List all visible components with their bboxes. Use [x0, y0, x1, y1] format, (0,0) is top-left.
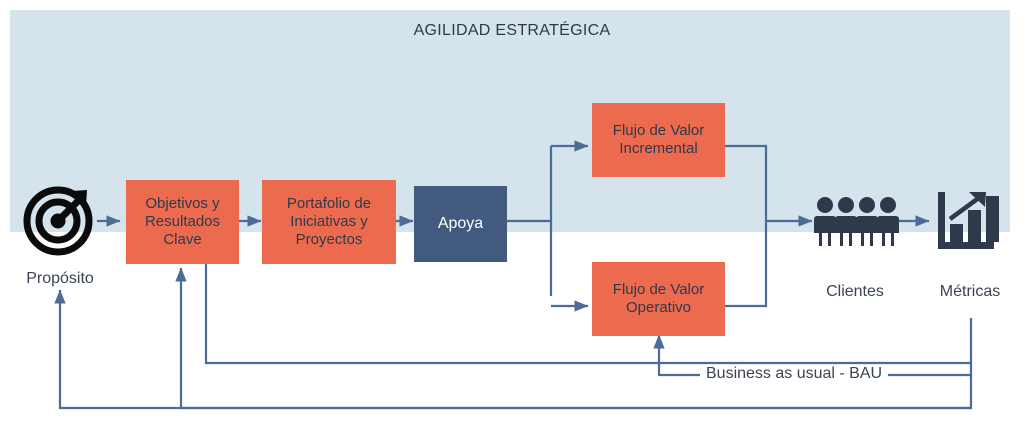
- node-flujo-valor-operativo[interactable]: Flujo de Valor Operativo: [592, 262, 725, 336]
- node-flujo-valor-incremental[interactable]: Flujo de Valor Incremental: [592, 103, 725, 177]
- caption-clientes: Clientes: [826, 283, 884, 300]
- caption-proposito: Propósito: [26, 270, 94, 287]
- vsi-line1: Flujo de Valor: [612, 122, 705, 140]
- vso-line1: Flujo de Valor: [612, 281, 705, 299]
- node-label: Flujo de Valor Incremental: [613, 122, 704, 157]
- connector-incremental-to-merge: [725, 144, 768, 221]
- node-portafolio-iniciativas-proyectos[interactable]: Portafolio de Iniciativas y Proyectos: [262, 180, 396, 264]
- okr-line3: Clave: [163, 230, 202, 248]
- node-apoya[interactable]: Apoya: [414, 186, 507, 262]
- node-label: Flujo de Valor Operativo: [613, 281, 704, 316]
- target-icon: [23, 186, 93, 256]
- node-label: Apoya: [437, 214, 484, 232]
- connector-okr-down-to-bau: [204, 264, 971, 365]
- connector-metrics-to-purpose: [54, 289, 971, 410]
- vsi-line2: Incremental: [619, 140, 698, 157]
- portfolio-line1: Portafolio de: [286, 195, 372, 213]
- okr-line1: Objetivos y: [145, 195, 220, 213]
- people-group-icon: [814, 197, 899, 246]
- node-label: Objetivos y Resultados Clave: [145, 195, 220, 248]
- portfolio-line2: Iniciativas y: [290, 213, 368, 231]
- caption-metricas: Métricas: [939, 283, 1001, 300]
- node-objetivos-resultados-clave[interactable]: Objetivos y Resultados Clave: [126, 180, 239, 264]
- vso-line2: Operativo: [625, 299, 692, 316]
- portfolio-line3: Proyectos: [295, 230, 363, 248]
- connector-operative-to-merge: [725, 221, 768, 308]
- bar-chart-growth-icon: [938, 192, 999, 249]
- okr-line2: Resultados: [144, 213, 221, 231]
- label-business-as-usual: Business as usual - BAU: [700, 365, 889, 383]
- page-title: AGILIDAD ESTRATÉGICA: [413, 22, 611, 39]
- node-label: Portafolio de Iniciativas y Proyectos: [287, 195, 371, 248]
